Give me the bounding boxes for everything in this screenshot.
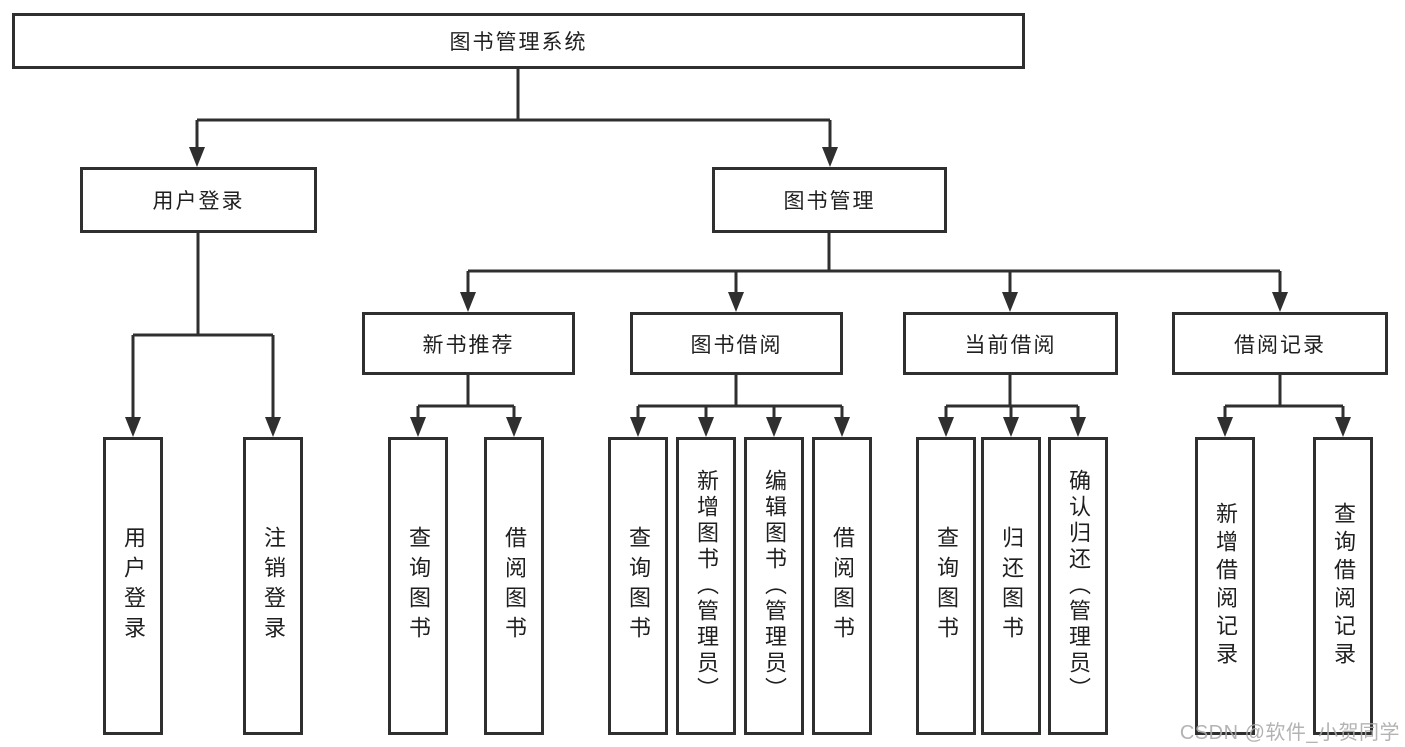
- node-book-management: 图书管理: [712, 167, 947, 233]
- node-library-system: 图书管理系统: [12, 13, 1025, 69]
- leaf-return-book-label: 归还图书: [999, 526, 1024, 646]
- node-book-borrow-label: 图书借阅: [690, 333, 783, 357]
- leaf-user-login-label: 用户登录: [121, 526, 146, 646]
- leaf-add-borrow-record: 新增借阅记录: [1195, 437, 1255, 735]
- node-user-login: 用户登录: [80, 167, 317, 233]
- node-borrow-records: 借阅记录: [1172, 312, 1388, 375]
- node-borrow-records-label: 借阅记录: [1234, 333, 1326, 357]
- leaf-add-book-admin: 新增图书（管理员）: [676, 437, 736, 735]
- node-book-management-label: 图书管理: [783, 190, 876, 213]
- leaf-query-borrow-record-label: 查询借阅记录: [1331, 502, 1356, 670]
- leaf-borrow-books-recommend-label: 借阅图书: [502, 526, 527, 646]
- node-new-book-recommend-label: 新书推荐: [422, 333, 515, 357]
- node-current-borrow-label: 当前借阅: [964, 333, 1057, 357]
- leaf-query-books-recommend-label: 查询图书: [406, 526, 431, 646]
- leaf-add-borrow-record-label: 新增借阅记录: [1213, 502, 1238, 670]
- leaf-query-books-borrow: 查询图书: [608, 437, 668, 735]
- leaf-return-book: 归还图书: [981, 437, 1041, 735]
- leaf-logout-label: 注销登录: [261, 526, 286, 646]
- arrowheads: [125, 147, 1351, 437]
- csdn-watermark: CSDN @软件_小贺同学: [1179, 722, 1400, 744]
- leaf-borrow-books-borrow: 借阅图书: [812, 437, 872, 735]
- node-user-login-label: 用户登录: [152, 190, 245, 213]
- leaf-add-book-admin-label: 新增图书（管理员）: [694, 469, 719, 703]
- leaf-edit-book-admin-label: 编辑图书（管理员）: [762, 469, 787, 703]
- leaf-confirm-return-admin: 确认归还（管理员）: [1048, 437, 1108, 735]
- node-book-borrow: 图书借阅: [630, 312, 843, 375]
- node-library-system-label: 图书管理系统: [449, 31, 588, 54]
- leaf-confirm-return-admin-label: 确认归还（管理员）: [1066, 469, 1091, 703]
- leaf-query-borrow-record: 查询借阅记录: [1313, 437, 1373, 735]
- leaf-edit-book-admin: 编辑图书（管理员）: [744, 437, 804, 735]
- leaf-logout: 注销登录: [243, 437, 303, 735]
- leaf-borrow-books-recommend: 借阅图书: [484, 437, 544, 735]
- leaf-query-books-current-label: 查询图书: [934, 526, 959, 646]
- leaf-user-login: 用户登录: [103, 437, 163, 735]
- node-current-borrow: 当前借阅: [903, 312, 1118, 375]
- leaf-query-books-recommend: 查询图书: [388, 437, 448, 735]
- leaf-query-books-borrow-label: 查询图书: [626, 526, 651, 646]
- leaf-borrow-books-borrow-label: 借阅图书: [830, 526, 855, 646]
- leaf-query-books-current: 查询图书: [916, 437, 976, 735]
- node-new-book-recommend: 新书推荐: [362, 312, 575, 375]
